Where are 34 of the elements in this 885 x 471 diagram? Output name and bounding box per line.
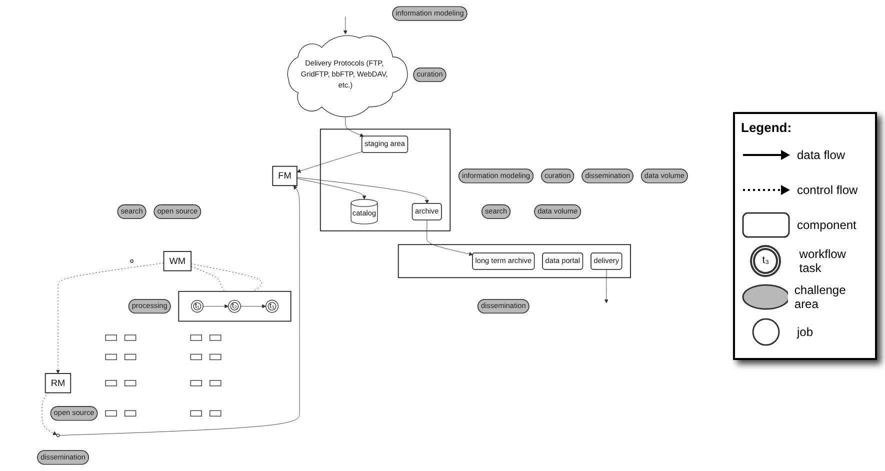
legend-text: component [797, 218, 856, 232]
workflow-task-symbol: t₃ [750, 244, 782, 276]
node-box [210, 334, 222, 341]
legend-heading: Legend: [741, 120, 793, 134]
node-box [124, 410, 136, 416]
node-box [105, 334, 117, 341]
legend-text: workflow task [799, 246, 847, 274]
cluster [398, 244, 631, 278]
node-box [210, 410, 222, 416]
node-box [124, 380, 136, 386]
node-circle [56, 434, 60, 438]
node-box: FM [272, 166, 298, 186]
connector [190, 264, 262, 292]
cluster [178, 290, 292, 322]
legend-text: challenge area [794, 282, 847, 310]
legend-text: data flow [797, 148, 846, 162]
legend-text: control flow [797, 182, 858, 196]
node-box [124, 354, 136, 360]
node-box [105, 380, 117, 386]
node-circle [130, 259, 134, 263]
node-box [190, 410, 202, 416]
cluster [320, 128, 451, 232]
node-box [124, 334, 136, 341]
node-box [210, 354, 222, 360]
node-box: RM [44, 373, 72, 394]
node-box [190, 334, 202, 341]
node-box: WM [163, 251, 192, 272]
node-box [190, 354, 202, 360]
node-box [105, 410, 117, 416]
legend-text: job [797, 324, 814, 338]
node-box [105, 354, 117, 360]
node-box [190, 380, 202, 386]
connector [190, 266, 225, 292]
node-box [210, 380, 222, 386]
